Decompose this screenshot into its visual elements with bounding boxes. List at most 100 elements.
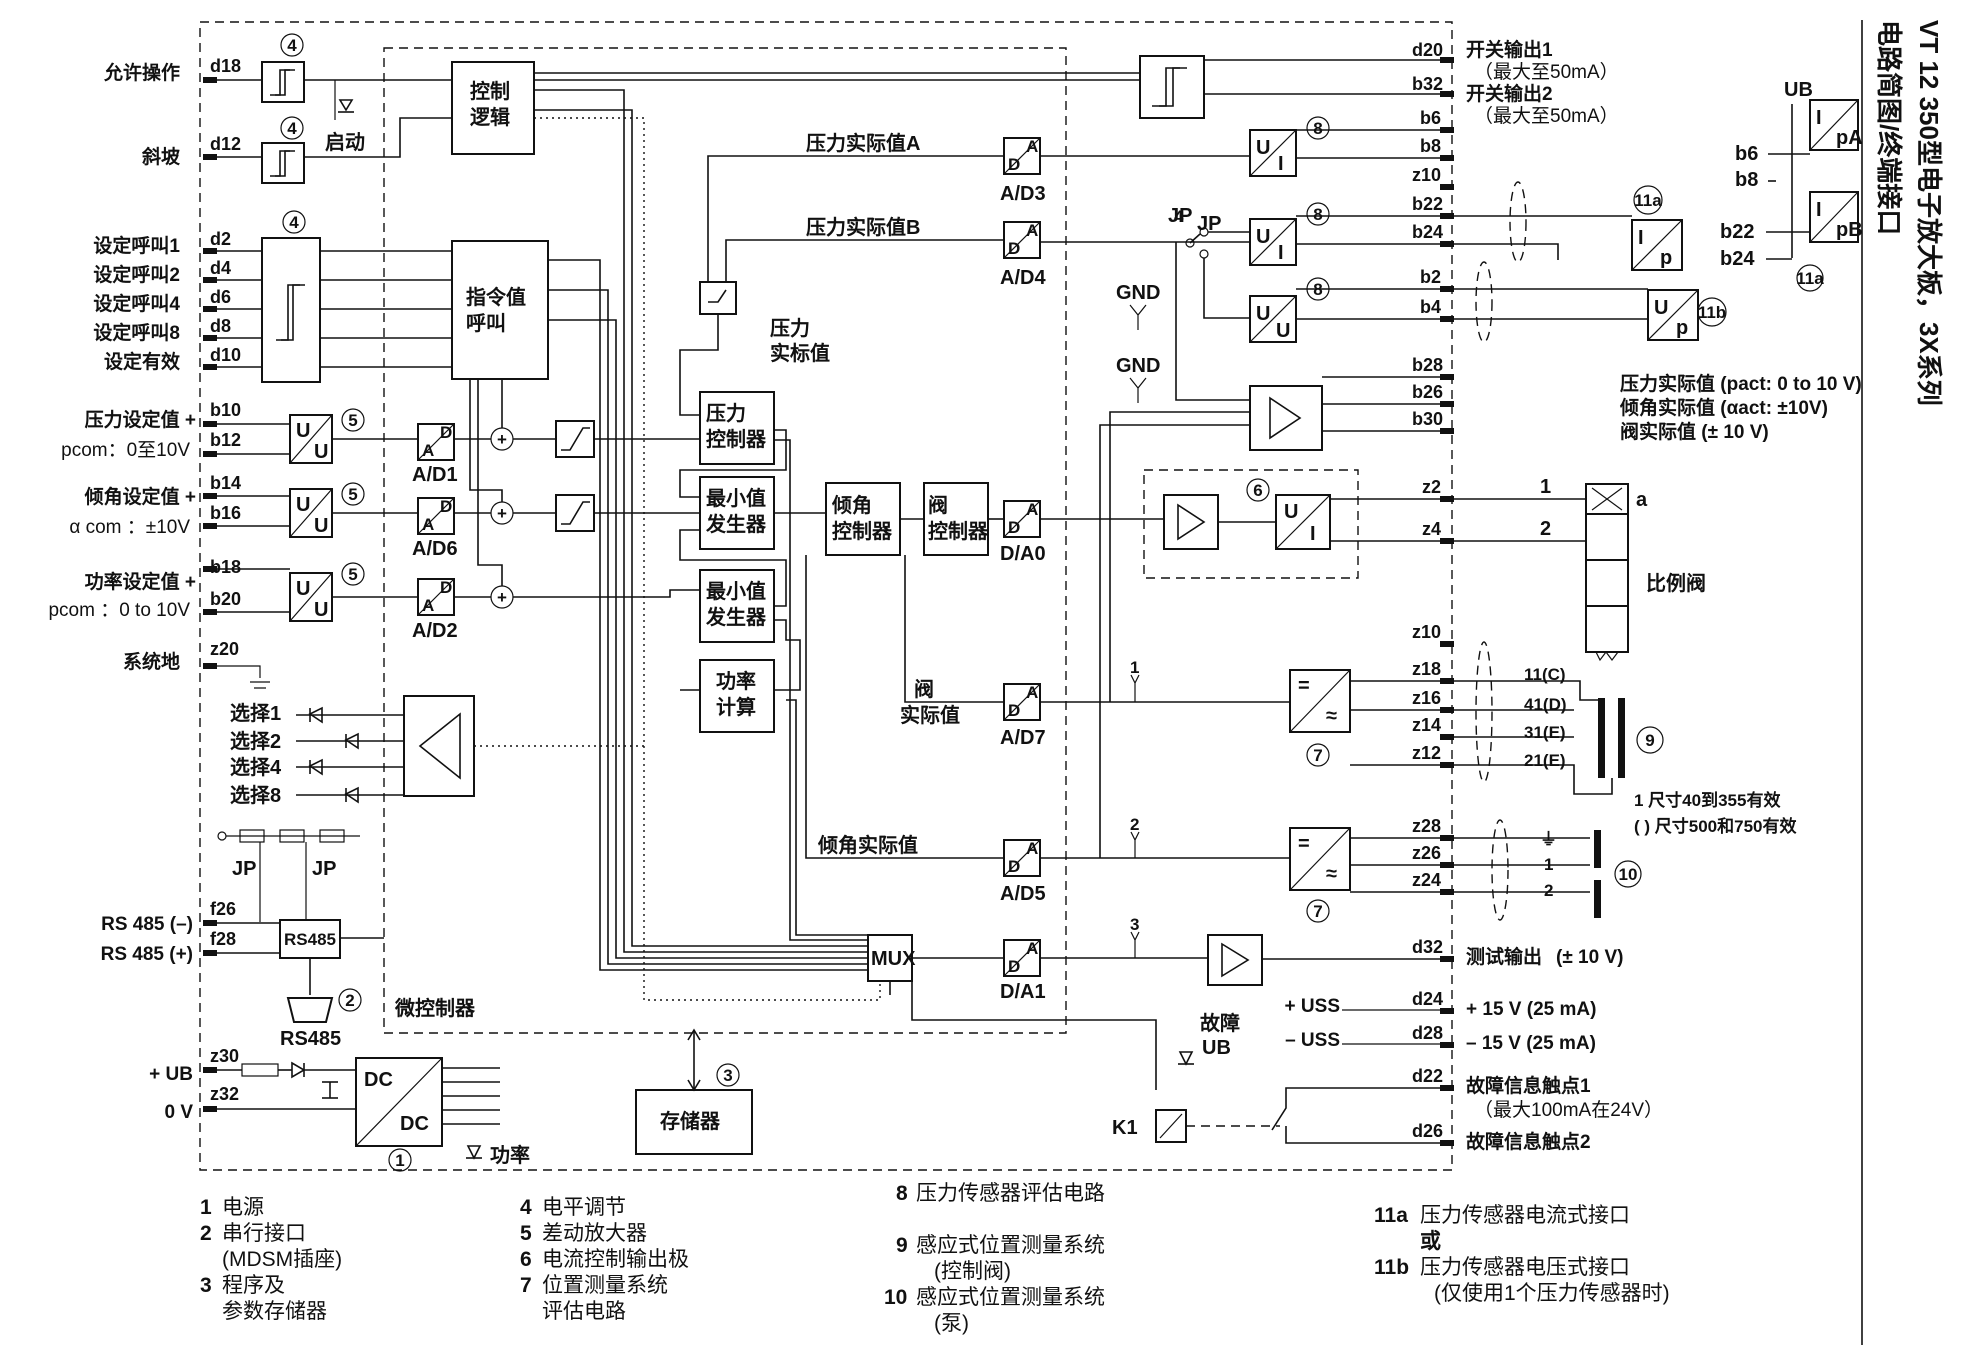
svg-text:阀: 阀	[914, 678, 934, 701]
microcontroller-label: 微控制器	[394, 996, 476, 1020]
svg-text:11b: 11b	[1698, 303, 1726, 322]
pressure-b-label: 压力实际值B	[806, 215, 920, 239]
svg-text:b8: b8	[1735, 169, 1758, 191]
pressure-actual-label: 压力	[770, 317, 810, 340]
svg-text:=: =	[1298, 833, 1310, 855]
swivel-controller-block	[825, 482, 901, 556]
pin-d12: d12	[210, 134, 241, 154]
pin-b24: b24	[1412, 222, 1443, 242]
adc1-label: A/D1	[412, 464, 458, 486]
prop-valve: 1 2 a 比例阀	[1454, 476, 1706, 662]
svg-text:差动放大器: 差动放大器	[542, 1222, 647, 1245]
pin-b4: b4	[1420, 297, 1441, 317]
select-8-label: 选择8	[230, 784, 281, 807]
adc2-label: A/D2	[412, 620, 458, 642]
svg-text:p: p	[1676, 317, 1688, 339]
svg-text:21(E): 21(E)	[1524, 751, 1566, 770]
uss-minus-label: – USS	[1285, 1030, 1340, 1051]
svg-text:(控制阀): (控制阀)	[934, 1260, 1011, 1283]
input-label-call4: 设定呼叫4	[93, 292, 180, 315]
svg-text:A: A	[1026, 221, 1038, 240]
output-switch-block	[1139, 55, 1205, 119]
pin-b28: b28	[1412, 355, 1443, 375]
svg-text:11(C): 11(C)	[1524, 665, 1566, 684]
svg-text:A: A	[422, 596, 434, 615]
svg-text:+: +	[497, 504, 507, 523]
svg-text:位置测量系统: 位置测量系统	[542, 1274, 668, 1297]
svg-text:故障: 故障	[1200, 1011, 1240, 1035]
adc4-label: A/D4	[1000, 267, 1046, 289]
pin-f26: f26	[210, 899, 236, 919]
svg-text:D: D	[1008, 957, 1020, 976]
pin-d24: d24	[1412, 989, 1443, 1009]
svg-text:(仅使用1个压力传感器时): (仅使用1个压力传感器时)	[1434, 1282, 1670, 1305]
jp-jumper: JP 4 JP	[1168, 205, 1250, 401]
selection-leds: 选择1 选择2 选择4 选择8	[230, 695, 644, 807]
svg-text:JP: JP	[1197, 213, 1221, 235]
pin-b20: b20	[210, 589, 241, 609]
pin-d32: d32	[1412, 937, 1443, 957]
svg-text:呼叫: 呼叫	[466, 312, 506, 335]
svg-text:计算: 计算	[716, 695, 756, 719]
pin-d28: d28	[1412, 1023, 1443, 1043]
svg-text:5: 5	[348, 411, 357, 430]
svg-text:10: 10	[1619, 865, 1638, 884]
board-outline	[199, 21, 1453, 1171]
pin-d2: d2	[210, 229, 231, 249]
svg-text:评估电路: 评估电路	[542, 1300, 626, 1323]
svg-text:阀: 阀	[928, 494, 948, 517]
level-adjust-blocks: 4 4 4	[217, 33, 321, 383]
svg-text:D: D	[1008, 857, 1020, 876]
svg-text:程序及: 程序及	[222, 1274, 285, 1297]
svg-text:6: 6	[1253, 481, 1262, 500]
switch-out-1-limit: （最大至50mA）	[1474, 61, 1619, 83]
svg-text:4: 4	[520, 1196, 532, 1219]
current-output-stage	[1143, 469, 1359, 579]
pin-b16: b16	[210, 503, 241, 523]
svg-text:D: D	[440, 497, 452, 516]
microcontroller-outline	[383, 47, 1067, 1034]
k1-label: K1	[1112, 1117, 1138, 1139]
svg-text:2: 2	[1544, 881, 1553, 900]
input-label-rs485-minus: RS 485 (–)	[101, 914, 193, 935]
svg-text:a: a	[1636, 489, 1648, 511]
pressure-selector	[699, 281, 737, 315]
pin-z30: z30	[210, 1046, 239, 1066]
svg-text:31(E): 31(E)	[1524, 723, 1566, 742]
svg-text:pB: pB	[1836, 219, 1863, 241]
svg-text:电流控制输出极: 电流控制输出极	[542, 1248, 689, 1271]
pin-b8: b8	[1420, 136, 1441, 156]
svg-text:6: 6	[520, 1248, 532, 1271]
pressure-actual-note: 压力实际值 (pact: 0 to 10 V)	[1620, 372, 1862, 395]
svg-text:5: 5	[348, 565, 357, 584]
page-subtitle: 电路简图/终端接口	[1874, 20, 1904, 235]
svg-text:5: 5	[520, 1222, 532, 1245]
pin-d6: d6	[210, 287, 231, 307]
pin-b30: b30	[1412, 409, 1443, 429]
svg-text:=: =	[1298, 675, 1310, 697]
svg-text:I: I	[1278, 153, 1284, 175]
input-label-pcom2: pcom ：0 to 10V	[48, 600, 190, 621]
svg-text:A: A	[1026, 137, 1038, 156]
input-label-call8: 设定呼叫8	[93, 321, 180, 344]
svg-text:9: 9	[896, 1234, 908, 1257]
svg-text:4: 4	[1174, 207, 1184, 226]
pin-z20: z20	[210, 639, 239, 659]
pin-z32: z32	[210, 1084, 239, 1104]
svg-text:感应式位置测量系统: 感应式位置测量系统	[916, 1286, 1105, 1309]
pin-z24: z24	[1412, 870, 1441, 890]
svg-text:D: D	[1008, 239, 1020, 258]
svg-text:11a: 11a	[1634, 191, 1662, 210]
dcdc-bottom: DC	[400, 1113, 429, 1135]
prop-valve-label: 比例阀	[1646, 571, 1706, 595]
svg-text:3: 3	[1130, 915, 1139, 934]
svg-text:D: D	[1008, 518, 1020, 537]
summation-nodes: + + +	[454, 379, 556, 609]
svg-text:控制器: 控制器	[832, 519, 893, 543]
diff-amps: UU 5 UU 5 UU 5	[217, 408, 365, 622]
svg-text:D: D	[1008, 155, 1020, 174]
svg-text:参数存储器: 参数存储器	[222, 1300, 327, 1323]
pin-z10: z10	[1412, 622, 1441, 642]
actual-buffer-amp	[1249, 385, 1323, 451]
svg-text:3: 3	[200, 1274, 212, 1297]
